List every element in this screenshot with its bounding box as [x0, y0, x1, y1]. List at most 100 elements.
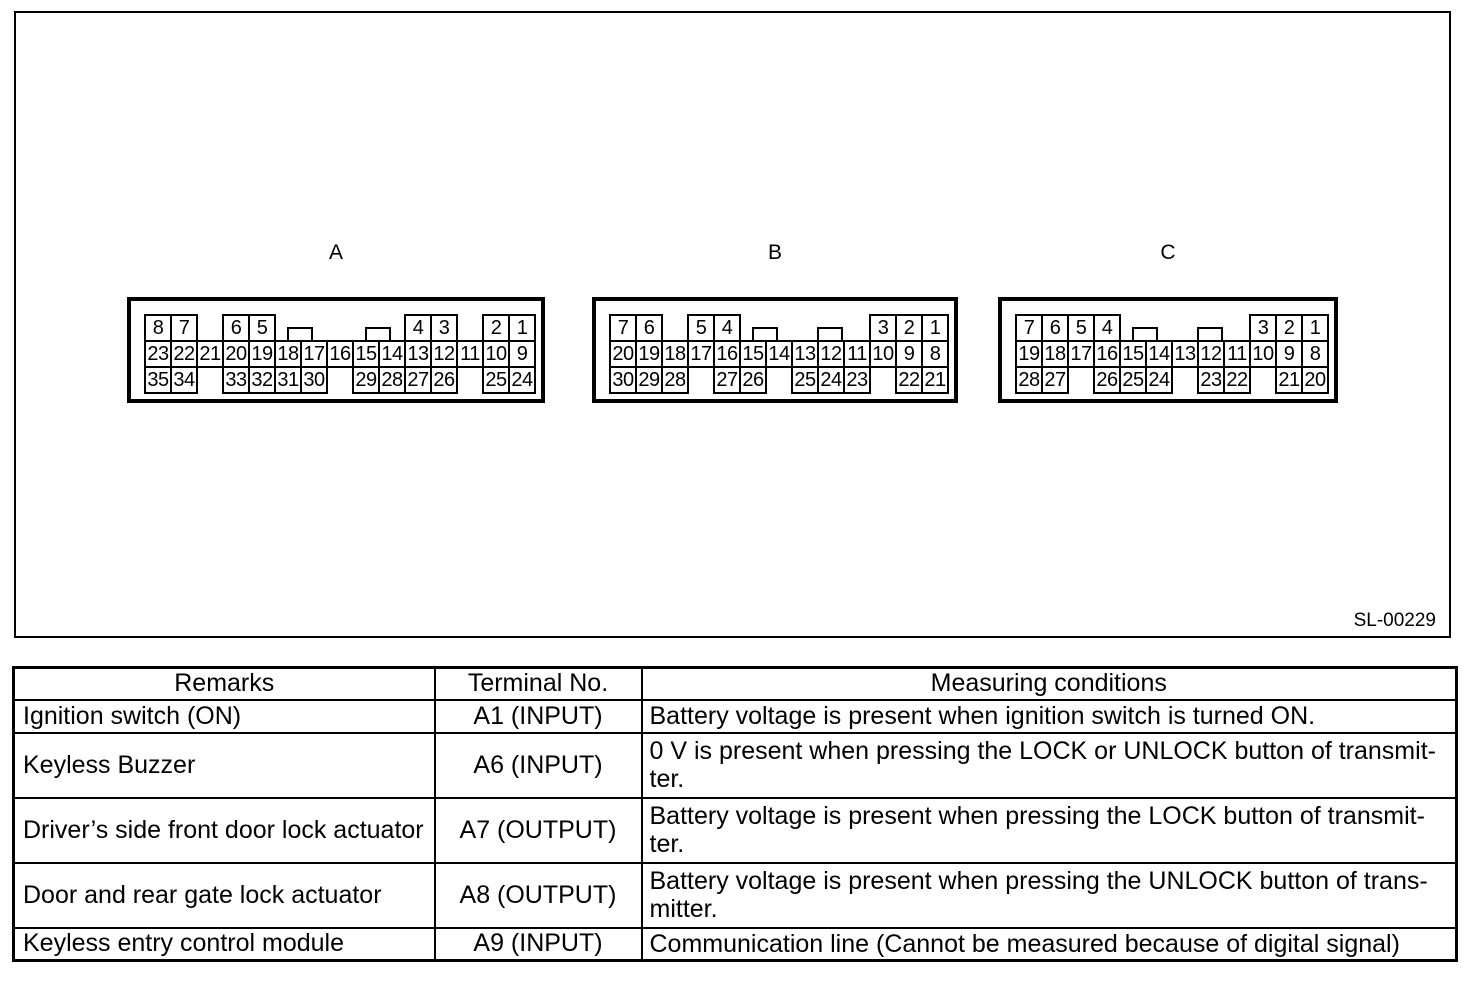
- pin-a24: 24: [508, 366, 536, 394]
- pin-a27: 27: [404, 366, 432, 394]
- pin-c15: 15: [1119, 340, 1147, 368]
- pin-a16: 16: [326, 340, 354, 368]
- pin-b3: 3: [869, 314, 897, 342]
- conditions-line: Battery voltage is present when pressing…: [649, 867, 1428, 895]
- connector-b-label: B: [767, 241, 782, 264]
- pin-c4: 4: [1093, 314, 1121, 342]
- pin-a12: 12: [430, 340, 458, 368]
- pin-c27: 27: [1041, 366, 1069, 394]
- conditions-cell: Communication line (Cannot be measured b…: [640, 926, 1458, 962]
- pin-b22: 22: [895, 366, 923, 394]
- conditions-line: ter.: [649, 765, 685, 793]
- connector-c-label: C: [1160, 241, 1176, 264]
- pin-b6: 6: [635, 314, 663, 342]
- pin-b25: 25: [791, 366, 819, 394]
- pin-a29: 29: [352, 366, 380, 394]
- terminal-cell: A9 (INPUT): [433, 926, 643, 962]
- terminal-cell: A8 (OUTPUT): [433, 861, 643, 929]
- pin-a20: 20: [222, 340, 250, 368]
- pin-a34: 34: [170, 366, 198, 394]
- pin-a33: 33: [222, 366, 250, 394]
- conditions-line: Battery voltage is present when pressing…: [649, 802, 1425, 830]
- pin-a14: 14: [378, 340, 406, 368]
- pin-c10: 10: [1249, 340, 1277, 368]
- pin-c6: 6: [1041, 314, 1069, 342]
- pin-c1: 1: [1301, 314, 1329, 342]
- pin-a21: 21: [196, 340, 224, 368]
- conditions-cell: Battery voltage is present when pressing…: [640, 861, 1458, 929]
- conditions-cell: Battery voltage is present when ignition…: [640, 698, 1458, 734]
- pin-c8: 8: [1301, 340, 1329, 368]
- header-terminal-no: Terminal No.: [433, 666, 643, 701]
- pin-b16: 16: [713, 340, 741, 368]
- pin-a28: 28: [378, 366, 406, 394]
- remark-cell: Door and rear gate lock actuator: [12, 861, 436, 929]
- pin-b8: 8: [921, 340, 949, 368]
- terminal-cell: A1 (INPUT): [433, 698, 643, 734]
- conditions-line: mitter.: [649, 895, 718, 923]
- pin-b27: 27: [713, 366, 741, 394]
- pin-a23: 23: [144, 340, 172, 368]
- pin-b12: 12: [817, 340, 845, 368]
- pin-b20: 20: [609, 340, 637, 368]
- conditions-cell: Battery voltage is present when pressing…: [640, 796, 1458, 864]
- pin-a6: 6: [222, 314, 250, 342]
- pin-b13: 13: [791, 340, 819, 368]
- pin-a25: 25: [482, 366, 510, 394]
- connector-a-label: A: [328, 241, 343, 264]
- pin-b28: 28: [661, 366, 689, 394]
- conditions-line: Battery voltage is present when ignition…: [649, 702, 1316, 730]
- keying-tab: [817, 327, 843, 340]
- pin-b11: 11: [843, 340, 871, 368]
- table-body: Ignition switch (ON)A1 (INPUT)Battery vo…: [12, 698, 1458, 962]
- pin-b23: 23: [843, 366, 871, 394]
- pin-c28: 28: [1015, 366, 1043, 394]
- pin-a26: 26: [430, 366, 458, 394]
- pin-a8: 8: [144, 314, 172, 342]
- header-measuring-conditions: Measuring conditions: [640, 666, 1458, 701]
- remark-cell: Ignition switch (ON): [12, 698, 436, 734]
- pin-a22: 22: [170, 340, 198, 368]
- pin-c14: 14: [1145, 340, 1173, 368]
- pin-c3: 3: [1249, 314, 1277, 342]
- pin-c2: 2: [1275, 314, 1303, 342]
- pin-b1: 1: [921, 314, 949, 342]
- pin-c11: 11: [1223, 340, 1251, 368]
- terminal-table: Remarks Terminal No. Measuring condition…: [12, 666, 1458, 962]
- pin-b9: 9: [895, 340, 923, 368]
- pin-b26: 26: [739, 366, 767, 394]
- pin-b29: 29: [635, 366, 663, 394]
- remark-cell: Keyless Buzzer: [12, 731, 436, 799]
- terminal-cell: A7 (OUTPUT): [433, 796, 643, 864]
- pin-a35: 35: [144, 366, 172, 394]
- pin-a13: 13: [404, 340, 432, 368]
- header-remarks: Remarks: [12, 666, 436, 701]
- pin-a2: 2: [482, 314, 510, 342]
- pin-a3: 3: [430, 314, 458, 342]
- pin-a31: 31: [274, 366, 302, 394]
- keying-tab: [1132, 327, 1158, 340]
- pin-b24: 24: [817, 366, 845, 394]
- pin-c12: 12: [1197, 340, 1225, 368]
- pin-c17: 17: [1067, 340, 1095, 368]
- pin-c24: 24: [1145, 366, 1173, 394]
- terminal-cell: A6 (INPUT): [433, 731, 643, 799]
- figure-code: SL-00229: [1353, 610, 1436, 631]
- pin-b10: 10: [869, 340, 897, 368]
- pin-a17: 17: [300, 340, 328, 368]
- pin-c5: 5: [1067, 314, 1095, 342]
- keying-tab: [1197, 327, 1223, 340]
- pin-c22: 22: [1223, 366, 1251, 394]
- pin-b30: 30: [609, 366, 637, 394]
- pin-c23: 23: [1197, 366, 1225, 394]
- pin-c25: 25: [1119, 366, 1147, 394]
